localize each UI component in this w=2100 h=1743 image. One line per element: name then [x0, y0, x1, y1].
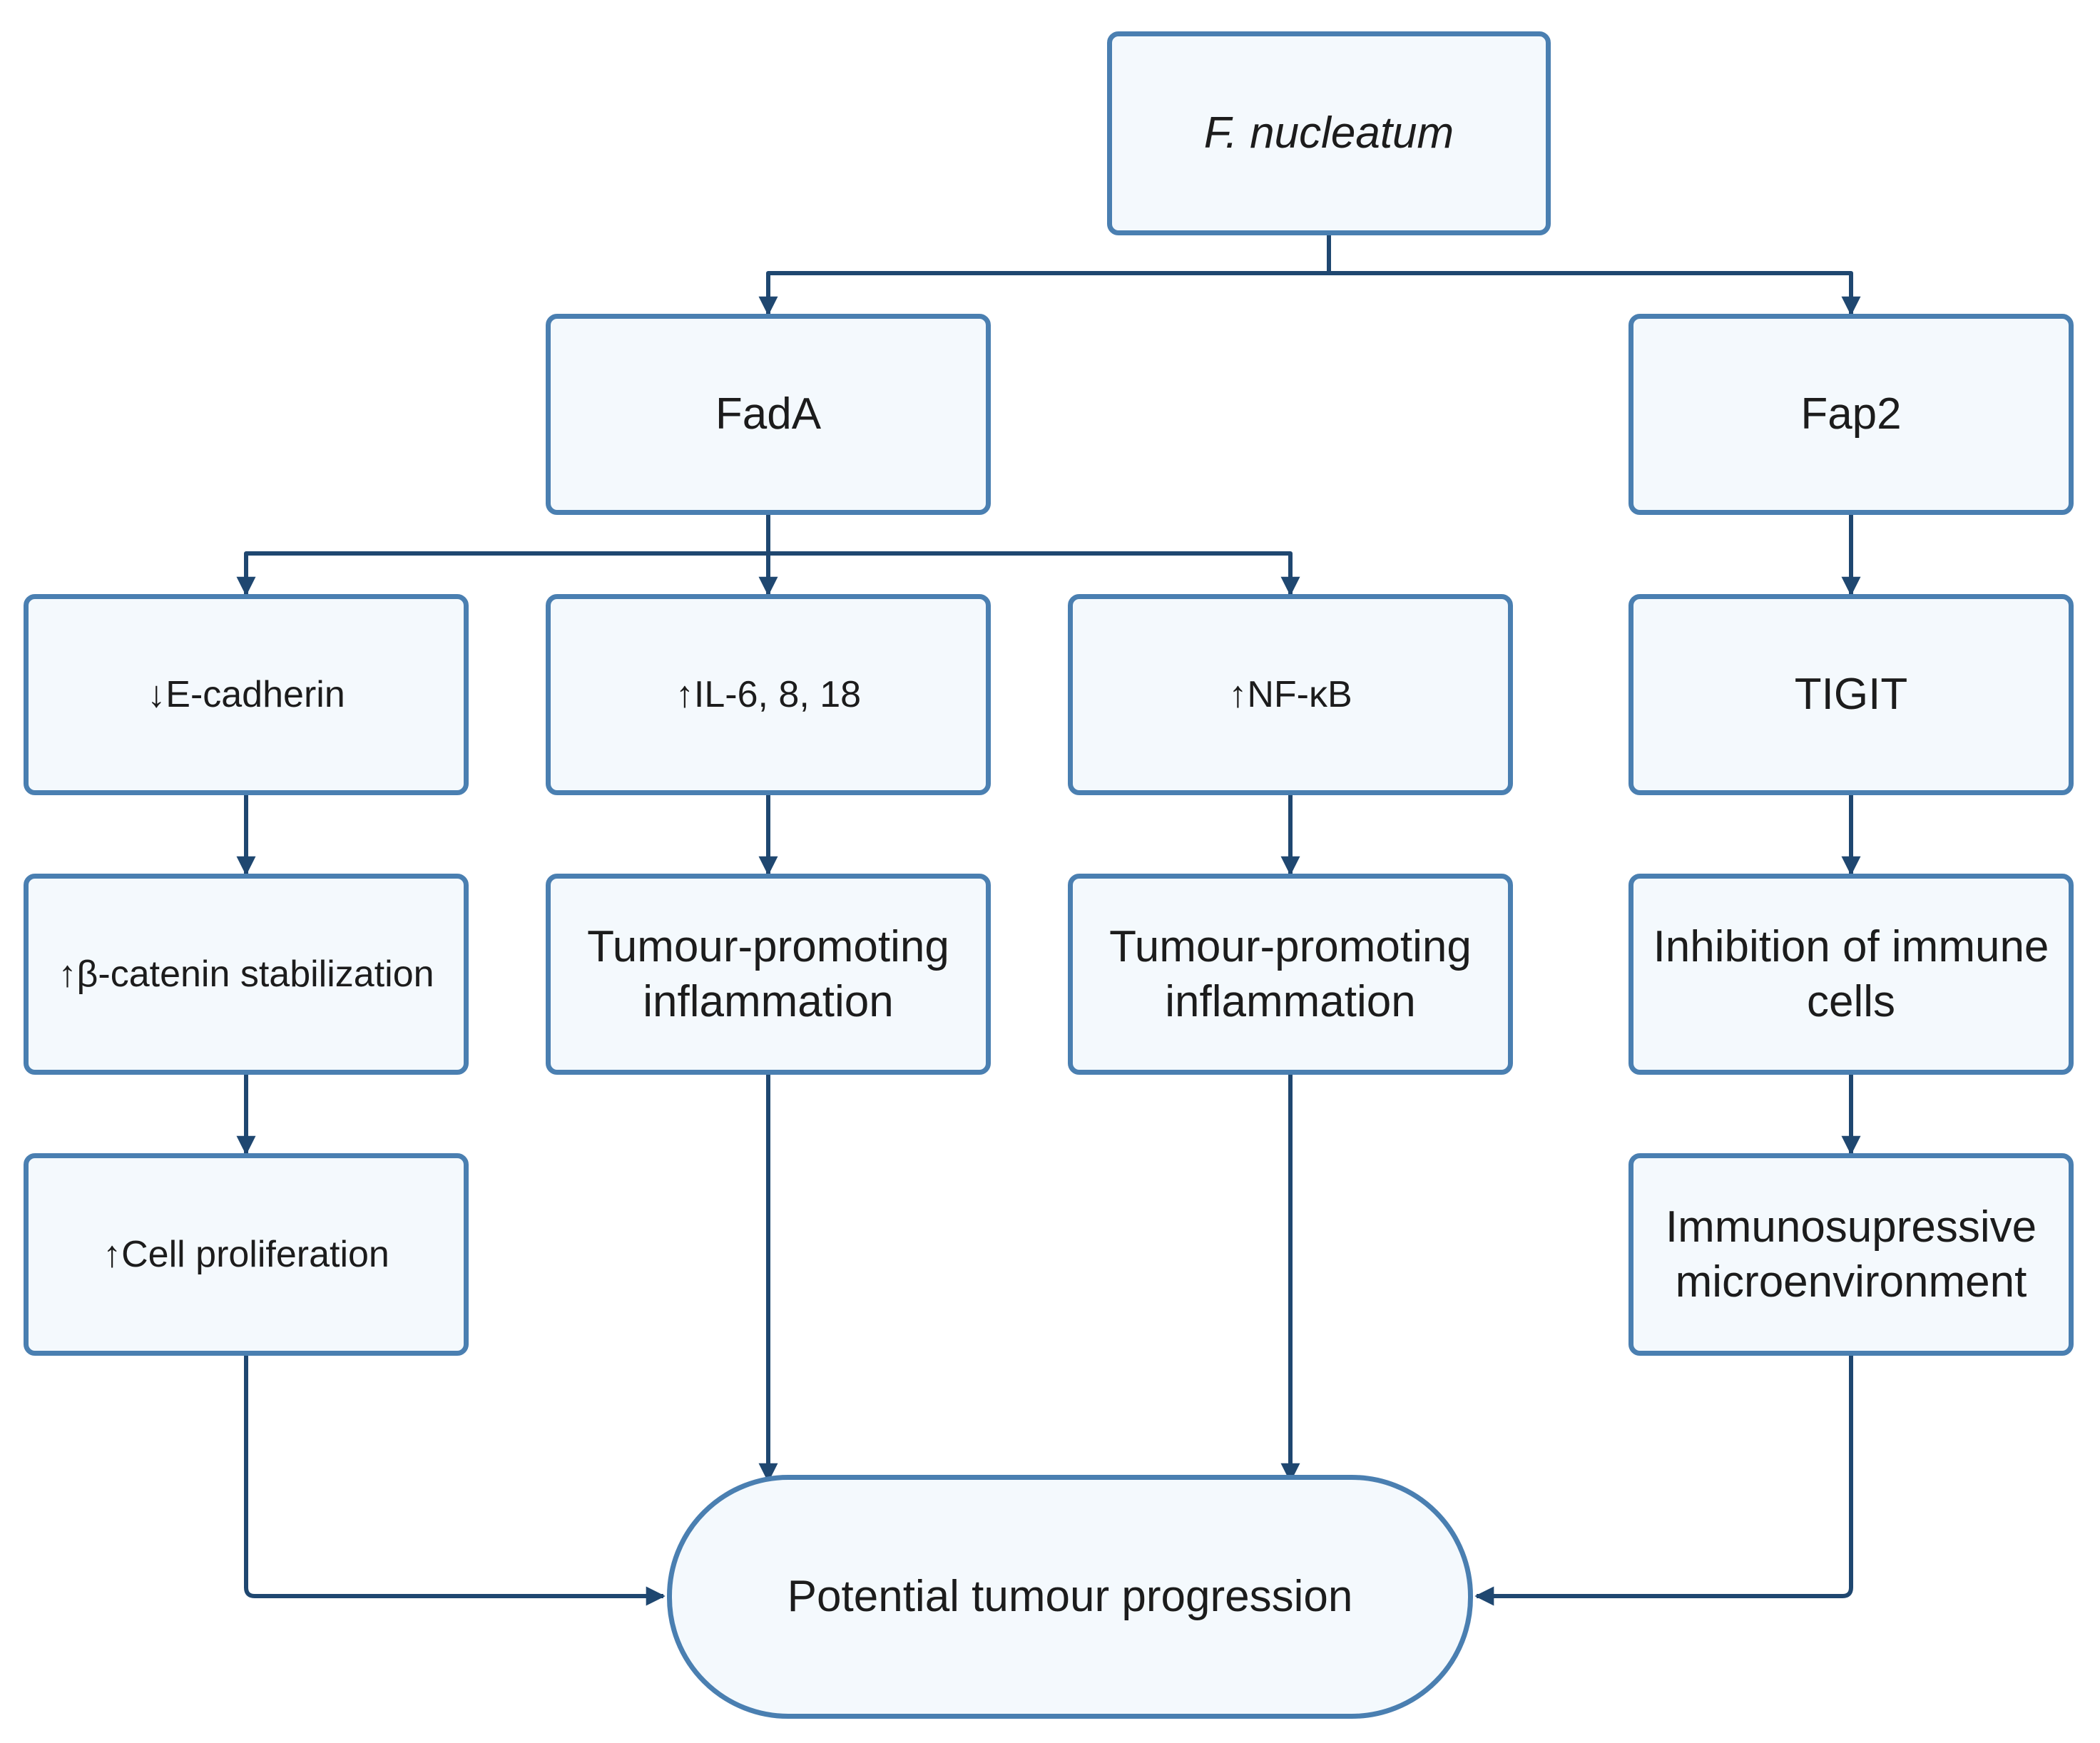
- node-inflammation-interleukin: Tumour-promoting inflammation: [546, 874, 991, 1075]
- node-interleukins: ↑IL-6, 8, 18: [546, 594, 991, 795]
- node-f-nucleatum-label: F. nucleatum: [1203, 108, 1454, 158]
- node-fap2: Fap2: [1628, 314, 2074, 515]
- node-fada: FadA: [546, 314, 991, 515]
- node-beta-catenin-label: ↑β-catenin stabilization: [58, 953, 434, 995]
- node-inflammation-nfkb: Tumour-promoting inflammation: [1068, 874, 1513, 1075]
- node-nf-kb: ↑NF-κB: [1068, 594, 1513, 795]
- connector-fada-nfkb: [766, 513, 1300, 596]
- node-tumour-progression-label: Potential tumour progression: [787, 1572, 1353, 1622]
- connector-root-fada: [758, 235, 1331, 316]
- node-cell-proliferation: ↑Cell proliferation: [24, 1153, 469, 1356]
- connector-immunosuppressive-progression: [1474, 1355, 1853, 1606]
- node-immune-inhibition: Inhibition of immune cells: [1628, 874, 2074, 1075]
- node-inflammation-interleukin-label: Tumour-promoting inflammation: [587, 921, 949, 1027]
- node-immunosuppressive: Immunosupressive microenvironment: [1628, 1153, 2074, 1356]
- node-cell-proliferation-label: ↑Cell proliferation: [103, 1233, 389, 1275]
- node-tigit: TIGIT: [1628, 594, 2074, 795]
- node-fap2-label: Fap2: [1800, 389, 1902, 439]
- node-immune-inhibition-label: Inhibition of immune cells: [1653, 921, 2049, 1027]
- node-tumour-progression: Potential tumour progression: [667, 1475, 1473, 1719]
- node-tigit-label: TIGIT: [1794, 670, 1908, 720]
- node-f-nucleatum: F. nucleatum: [1107, 31, 1551, 235]
- node-fada-label: FadA: [715, 389, 822, 439]
- connector-root-fap2: [1327, 235, 1861, 316]
- node-interleukins-label: ↑IL-6, 8, 18: [675, 673, 862, 715]
- node-immunosuppressive-label: Immunosupressive microenvironment: [1665, 1202, 2037, 1307]
- node-e-cadherin: ↓E-cadherin: [24, 594, 469, 795]
- node-beta-catenin: ↑β-catenin stabilization: [24, 874, 469, 1075]
- connector-fada-ecadherin: [236, 513, 770, 596]
- node-e-cadherin-label: ↓E-cadherin: [147, 673, 345, 715]
- node-nf-kb-label: ↑NF-κB: [1228, 673, 1352, 715]
- node-inflammation-nfkb-label: Tumour-promoting inflammation: [1109, 921, 1472, 1027]
- connector-proliferation-progression: [244, 1355, 666, 1606]
